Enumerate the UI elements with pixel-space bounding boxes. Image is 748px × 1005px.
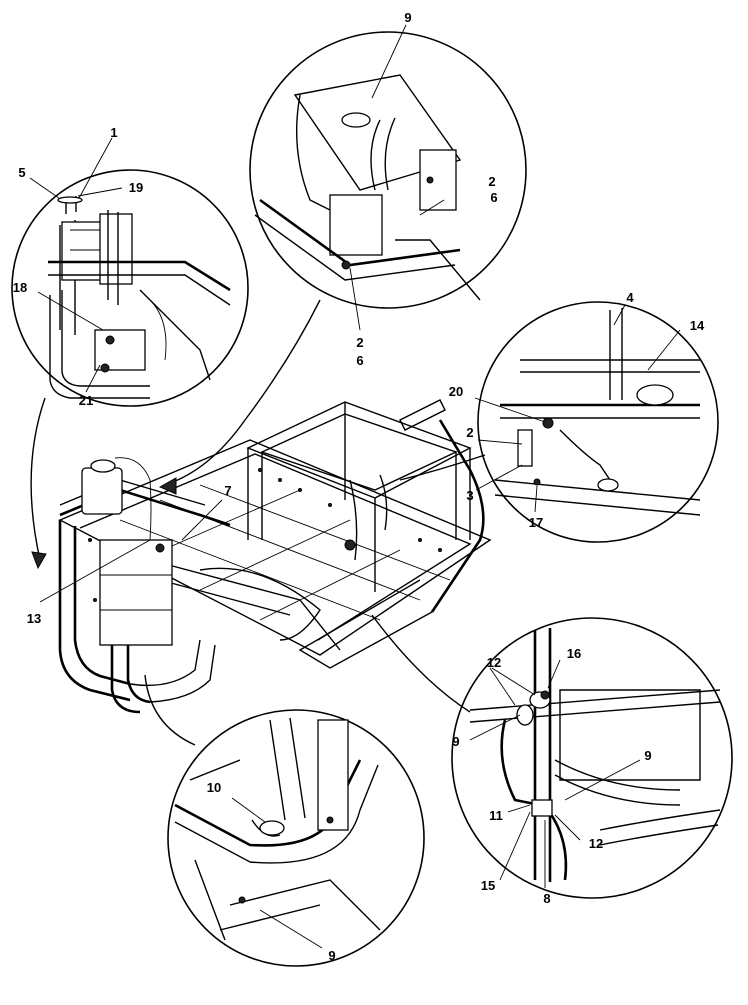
callout-9-mid: 9 bbox=[452, 734, 459, 749]
leader-13 bbox=[39, 539, 151, 603]
callout-10: 10 bbox=[207, 780, 221, 795]
callout-12-top: 12 bbox=[487, 655, 501, 670]
leader-arrows bbox=[30, 299, 486, 746]
callout-3: 3 bbox=[466, 488, 473, 503]
leader-7 bbox=[181, 499, 223, 541]
callout-2-top: 2 bbox=[488, 174, 495, 189]
callout-12-bottom: 12 bbox=[589, 836, 603, 851]
main-chassis-assembly bbox=[58, 399, 492, 714]
callout-9-top: 9 bbox=[404, 10, 411, 25]
callout-7: 7 bbox=[224, 483, 231, 498]
detail-view-top-left bbox=[11, 137, 249, 407]
callout-2-bottom: 2 bbox=[356, 335, 363, 350]
detail-view-right bbox=[474, 301, 719, 543]
callout-6-bottom: 6 bbox=[356, 353, 363, 368]
callout-21: 21 bbox=[79, 393, 93, 408]
callout-19: 19 bbox=[129, 180, 143, 195]
callout-15: 15 bbox=[481, 878, 495, 893]
callout-5: 5 bbox=[18, 165, 25, 180]
callout-13: 13 bbox=[27, 611, 41, 626]
callout-6-top: 6 bbox=[490, 190, 497, 205]
callout-2-right: 2 bbox=[466, 425, 473, 440]
callout-14: 14 bbox=[690, 318, 705, 333]
callout-1: 1 bbox=[110, 125, 117, 140]
detail-view-bottom-left bbox=[167, 709, 425, 967]
callout-16: 16 bbox=[567, 646, 581, 661]
callout-20: 20 bbox=[449, 384, 463, 399]
callout-labels: 1 2 2 2 3 4 5 6 6 7 8 9 9 9 9 10 11 12 1… bbox=[13, 10, 705, 963]
detail-view-top-middle bbox=[249, 24, 527, 331]
callout-8: 8 bbox=[543, 891, 550, 906]
callout-18: 18 bbox=[13, 280, 27, 295]
callout-11: 11 bbox=[489, 808, 503, 823]
callout-4: 4 bbox=[626, 290, 634, 305]
callout-9-bottom: 9 bbox=[328, 948, 335, 963]
callout-9-right: 9 bbox=[644, 748, 651, 763]
detail-view-bottom-right bbox=[451, 617, 733, 899]
callout-17: 17 bbox=[529, 515, 543, 530]
